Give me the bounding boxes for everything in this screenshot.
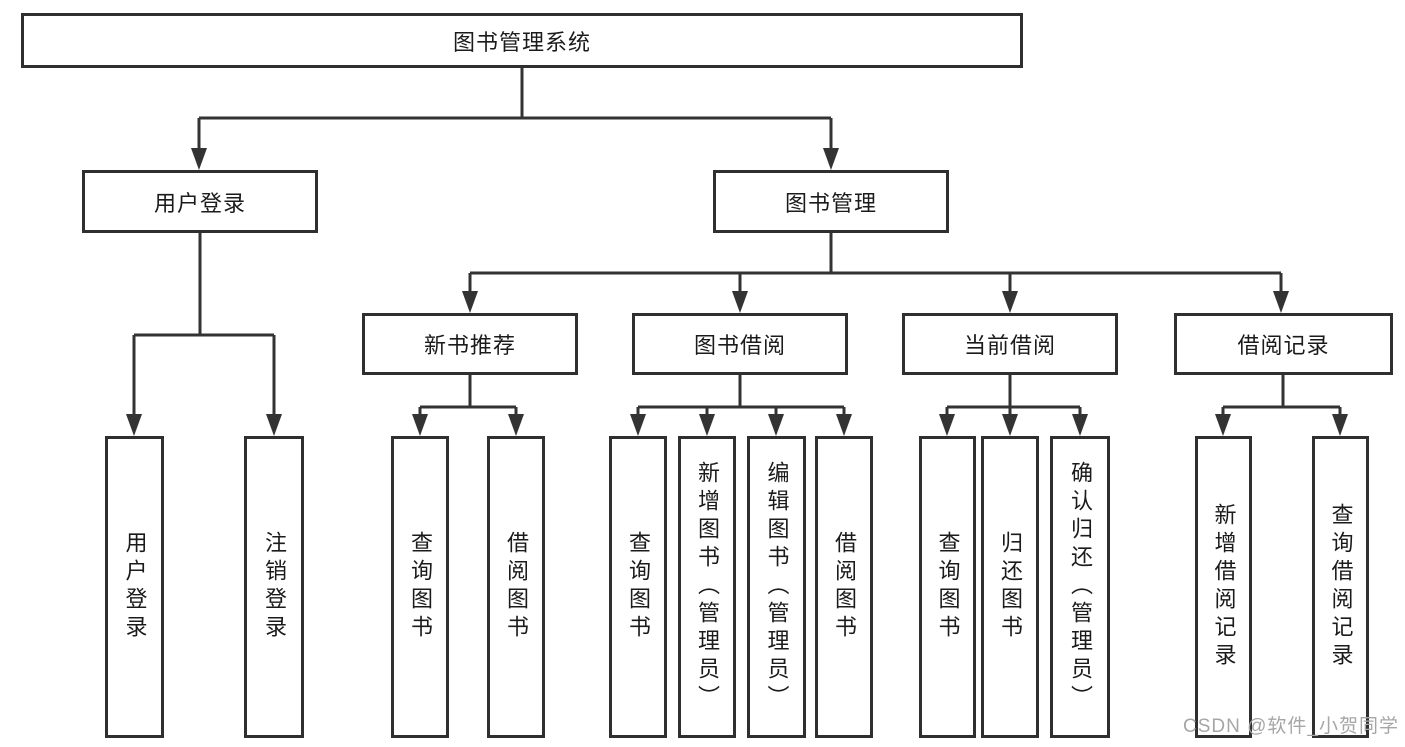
leaf-query-books-recommend: 查询图书	[391, 436, 449, 738]
leaf-confirm-return-admin: 确认归还（管理员）	[1050, 436, 1110, 738]
node-root-system: 图书管理系统	[21, 13, 1023, 68]
leaf-return-book: 归还图书	[981, 436, 1039, 738]
node-new-book-recommend-label: 新书推荐	[423, 333, 516, 358]
node-current-borrow-label: 当前借阅	[963, 333, 1056, 358]
leaf-query-books-current: 查询图书	[919, 436, 976, 738]
leaf-add-book-admin: 新增图书（管理员）	[678, 436, 736, 738]
leaf-logout: 注销登录	[244, 436, 304, 738]
node-book-borrow: 图书借阅	[632, 313, 848, 375]
leaf-edit-book-admin: 编辑图书（管理员）	[747, 436, 806, 738]
node-user-login-label: 用户登录	[153, 190, 246, 216]
node-root-label: 图书管理系统	[452, 29, 591, 55]
leaf-user-login: 用户登录	[105, 436, 164, 738]
node-new-book-recommend: 新书推荐	[362, 313, 578, 375]
leaf-borrow-books-recommend: 借阅图书	[487, 436, 545, 738]
node-book-borrow-label: 图书借阅	[693, 333, 786, 358]
node-book-management: 图书管理	[713, 170, 949, 233]
watermark: CSDN @软件_小贺同学	[1183, 716, 1399, 737]
leaf-borrow-books: 借阅图书	[815, 436, 873, 738]
leaf-query-borrow-record: 查询借阅记录	[1312, 436, 1369, 738]
leaf-add-borrow-record: 新增借阅记录	[1195, 436, 1252, 738]
node-borrow-records-label: 借阅记录	[1237, 333, 1330, 358]
leaf-query-books-borrow: 查询图书	[609, 436, 667, 738]
node-borrow-records: 借阅记录	[1174, 313, 1393, 375]
node-user-login: 用户登录	[82, 170, 318, 233]
node-current-borrow: 当前借阅	[902, 313, 1118, 375]
node-book-management-label: 图书管理	[784, 190, 877, 216]
